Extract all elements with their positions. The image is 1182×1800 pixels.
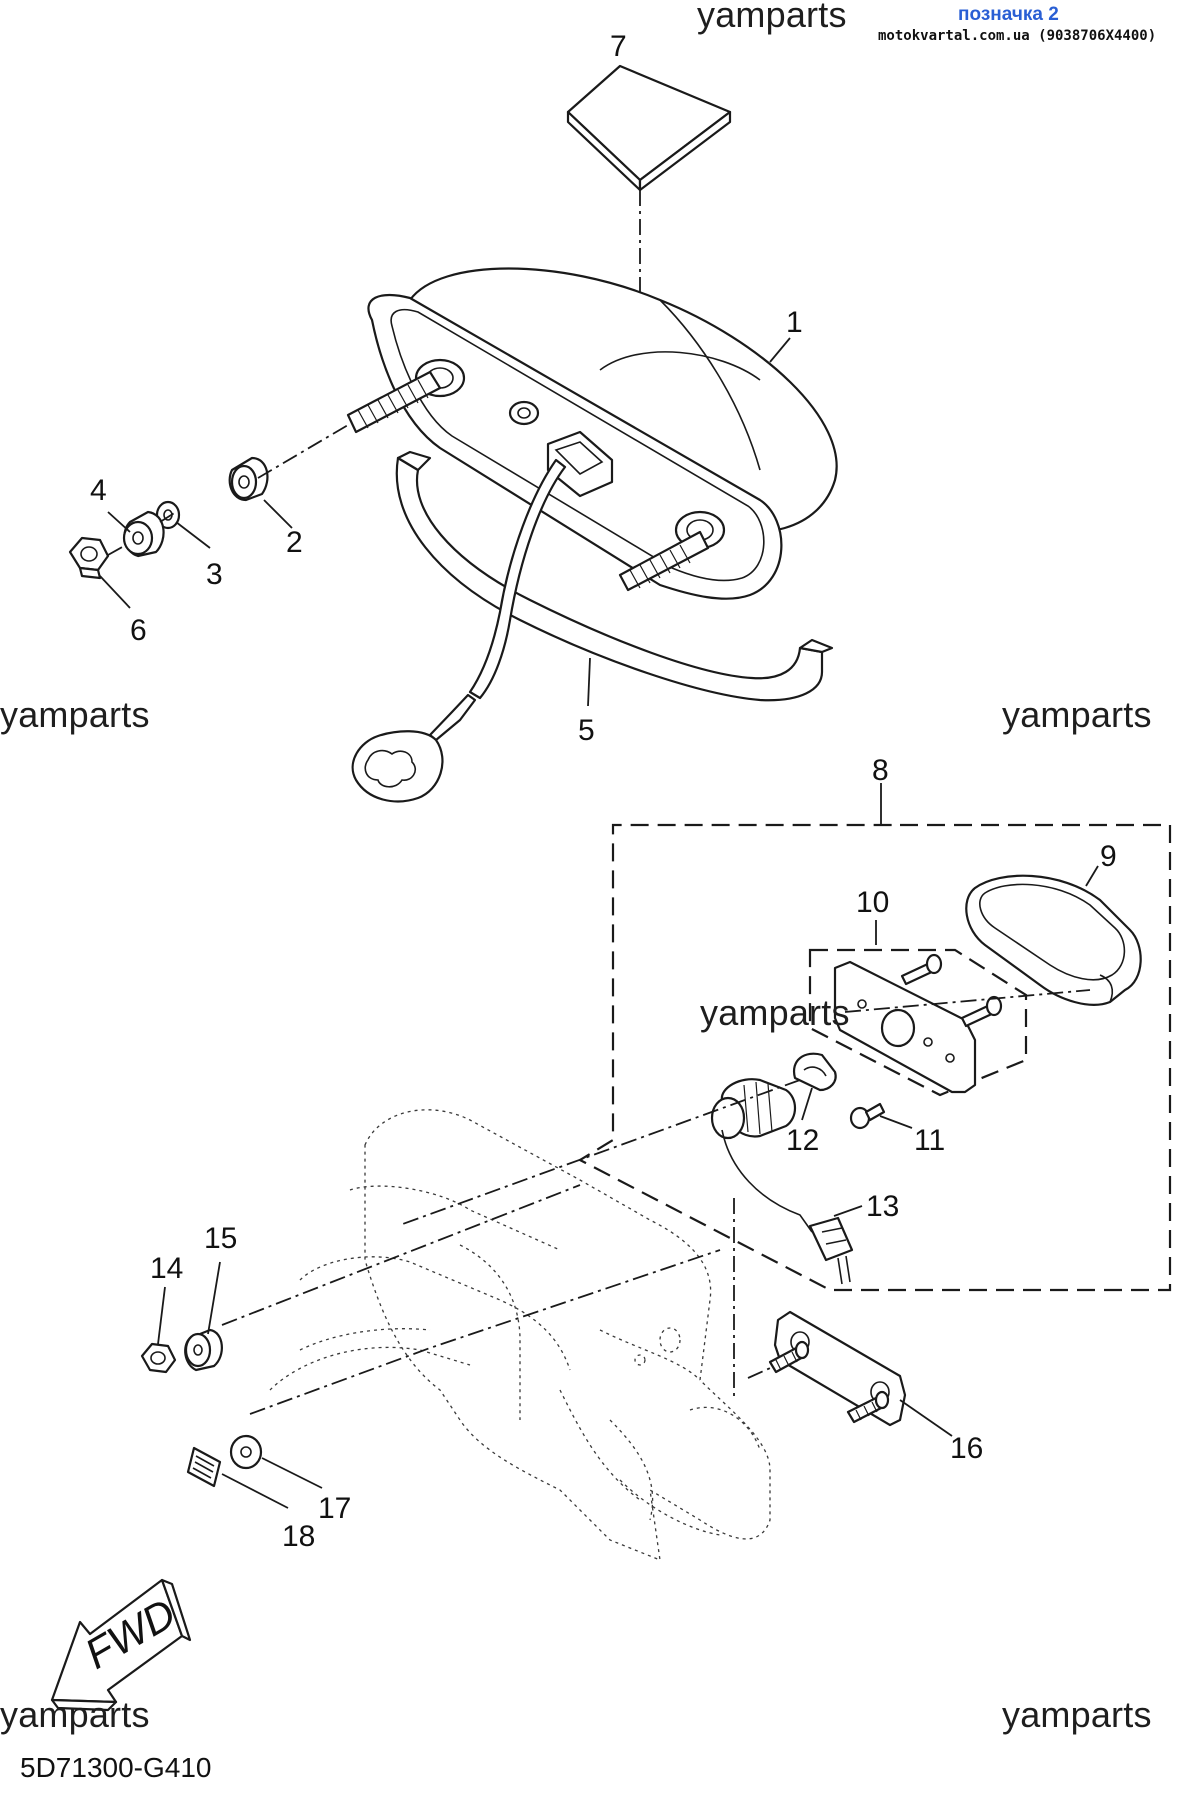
callout-8: 8 xyxy=(872,754,889,787)
part-13-socket xyxy=(710,1078,854,1285)
part-4-damper xyxy=(122,510,165,558)
callout-15: 15 xyxy=(204,1222,237,1255)
callout-13: 13 xyxy=(866,1190,899,1223)
rear-fender xyxy=(269,1109,771,1562)
part-2-collar xyxy=(228,456,269,502)
watermark: yamparts xyxy=(1002,1694,1152,1735)
part-1-studs xyxy=(346,370,710,592)
callout-14: 14 xyxy=(150,1252,183,1285)
watermark: yamparts xyxy=(700,992,850,1033)
watermark: yamparts xyxy=(697,0,847,35)
callout-6: 6 xyxy=(130,614,147,647)
callout-1: 1 xyxy=(786,306,803,339)
callout-17: 17 xyxy=(318,1492,351,1525)
part-12-bulb xyxy=(792,1052,837,1092)
watermark: yamparts xyxy=(1002,694,1152,735)
callout-4: 4 xyxy=(90,474,107,507)
part-11-screw xyxy=(849,1102,886,1130)
fwd-arrow: FWD xyxy=(50,1578,192,1712)
callout-5: 5 xyxy=(578,714,595,747)
part-18-label xyxy=(186,1446,222,1488)
callout-11: 11 xyxy=(914,1124,945,1157)
callout-10: 10 xyxy=(856,886,889,919)
callout-2: 2 xyxy=(286,526,303,559)
part-8-assembly-boundary xyxy=(577,823,1172,1292)
header-site: motokvartal.com.ua (9038706X4400) xyxy=(878,28,1157,44)
header-link[interactable]: позначка 2 xyxy=(958,4,1059,25)
part-6-nut xyxy=(68,536,110,580)
part-17-washer xyxy=(229,1434,263,1470)
callout-3: 3 xyxy=(206,558,223,591)
part-10-bracket xyxy=(833,960,977,1094)
part-7-pad xyxy=(566,64,732,192)
part-15-washer xyxy=(184,1328,223,1372)
diagram-code: 5D71300-G410 xyxy=(20,1752,212,1783)
part-10-screws xyxy=(900,953,1003,1028)
part-14-nut xyxy=(140,1342,177,1374)
part-1-wire-connector xyxy=(351,458,567,803)
part-9-lens xyxy=(965,874,1142,1006)
watermark: yamparts xyxy=(0,694,150,735)
callout-9: 9 xyxy=(1100,840,1117,873)
callout-7: 7 xyxy=(610,30,627,63)
watermark: yamparts xyxy=(0,1694,150,1735)
callout-18: 18 xyxy=(282,1520,315,1553)
callout-12: 12 xyxy=(786,1124,819,1157)
part-10-boundary xyxy=(808,948,1028,1097)
part-16-bracket xyxy=(768,1310,907,1427)
callout-16: 16 xyxy=(950,1432,983,1465)
